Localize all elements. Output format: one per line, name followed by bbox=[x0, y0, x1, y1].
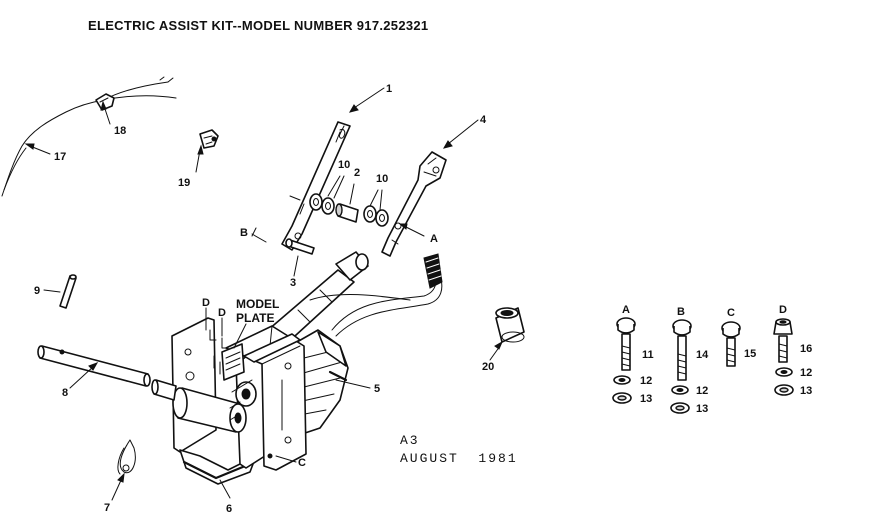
part-7-hairpin-clip bbox=[117, 439, 136, 475]
callout-9: 9 bbox=[34, 285, 40, 297]
part-20-bushing bbox=[495, 307, 525, 343]
footer-date: AUGUST 1981 bbox=[400, 451, 518, 466]
part-1-upper-bracket bbox=[281, 121, 351, 251]
hardware-set-b bbox=[670, 319, 692, 414]
hardware-a-washer: 13 bbox=[640, 393, 652, 405]
parts-10-washers bbox=[309, 193, 389, 227]
part-6-frame-bracket bbox=[151, 317, 307, 485]
motor-cable bbox=[309, 253, 443, 337]
hardware-b-letter: B bbox=[677, 306, 685, 318]
callout-point-c: C bbox=[298, 457, 306, 469]
callout-labels: 1 2 3 4 5 6 7 8 9 10 10 17 18 19 20 B A … bbox=[34, 83, 494, 515]
hardware-d-washer: 13 bbox=[800, 385, 812, 397]
hardware-b-washer: 13 bbox=[696, 403, 708, 415]
part-3-pin bbox=[285, 238, 315, 255]
callout-6: 6 bbox=[226, 503, 232, 515]
hardware-b-bolt: 14 bbox=[696, 349, 709, 361]
hardware-c-bolt: 15 bbox=[744, 348, 756, 360]
hardware-set-a bbox=[612, 317, 636, 404]
hardware-b-lock-washer: 12 bbox=[696, 385, 708, 397]
part-9-pin bbox=[59, 274, 77, 309]
callout-5: 5 bbox=[374, 383, 380, 395]
part-2-spacer bbox=[335, 203, 359, 223]
part-4-lower-bracket bbox=[381, 151, 447, 257]
hardware-d-lock-washer: 12 bbox=[800, 367, 812, 379]
model-plate-label-line1: MODEL bbox=[236, 297, 279, 311]
callout-1: 1 bbox=[386, 83, 392, 95]
callout-point-d-1: D bbox=[202, 297, 210, 309]
callout-4: 4 bbox=[480, 114, 487, 126]
hardware-labels: A 11 12 13 B 14 12 13 C 15 D 16 12 13 bbox=[622, 304, 812, 415]
hardware-c-letter: C bbox=[727, 307, 735, 319]
callout-2: 2 bbox=[354, 167, 360, 179]
callout-point-d-2: D bbox=[218, 307, 226, 319]
leader-lines bbox=[24, 87, 504, 501]
callout-7: 7 bbox=[104, 502, 110, 514]
footer-code: A3 bbox=[400, 433, 420, 448]
callout-19: 19 bbox=[178, 177, 190, 189]
callout-10-left: 10 bbox=[338, 159, 350, 171]
part-19-clip bbox=[199, 129, 219, 149]
diagram-title: ELECTRIC ASSIST KIT--MODEL NUMBER 917.25… bbox=[88, 18, 428, 33]
hardware-set-c bbox=[721, 321, 741, 367]
hardware-a-lock-washer: 12 bbox=[640, 375, 652, 387]
part-17-wire-harness bbox=[1, 76, 177, 197]
callout-3: 3 bbox=[290, 277, 296, 289]
callout-18: 18 bbox=[114, 125, 126, 137]
hardware-set-d bbox=[773, 318, 794, 396]
callout-point-b: B bbox=[240, 227, 248, 239]
callout-20: 20 bbox=[482, 361, 494, 373]
callout-8: 8 bbox=[62, 387, 68, 399]
hardware-a-letter: A bbox=[622, 304, 630, 316]
hardware-a-bolt: 11 bbox=[642, 349, 654, 361]
hardware-d-bolt: 16 bbox=[800, 343, 812, 355]
hardware-d-letter: D bbox=[779, 304, 787, 316]
model-plate-label-line2: PLATE bbox=[236, 311, 274, 325]
callout-17: 17 bbox=[54, 151, 66, 163]
callout-10-right: 10 bbox=[376, 173, 388, 185]
callout-point-a: A bbox=[430, 233, 438, 245]
